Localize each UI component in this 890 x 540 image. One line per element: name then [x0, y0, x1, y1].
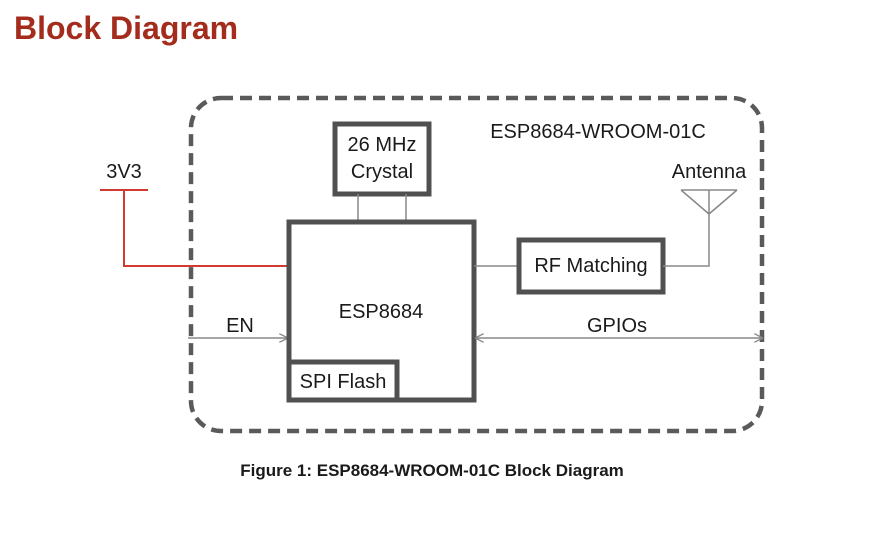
module-name-label: ESP8684-WROOM-01C [490, 121, 706, 143]
module-boundary [188, 95, 765, 434]
figure-caption: Figure 1: ESP8684-WROOM-01C Block Diagra… [240, 461, 624, 480]
en-label: EN [226, 315, 254, 337]
spi-flash-block [286, 359, 400, 403]
spi-flash-label: SPI Flash [300, 371, 387, 393]
crystal-label-line2: Crystal [351, 161, 413, 183]
antenna-icon [680, 189, 738, 215]
gpios-label: GPIOs [587, 315, 647, 337]
rf-matching-label: RF Matching [534, 255, 647, 277]
crystal-block [332, 121, 432, 197]
power-line [123, 190, 289, 267]
page-heading: Block Diagram [14, 10, 239, 46]
chip-label: ESP8684 [339, 301, 424, 323]
power-label: 3V3 [106, 161, 142, 183]
crystal-label-line1: 26 MHz [348, 134, 417, 156]
antenna-label: Antenna [672, 161, 747, 183]
rf-antenna-line [663, 212, 710, 267]
